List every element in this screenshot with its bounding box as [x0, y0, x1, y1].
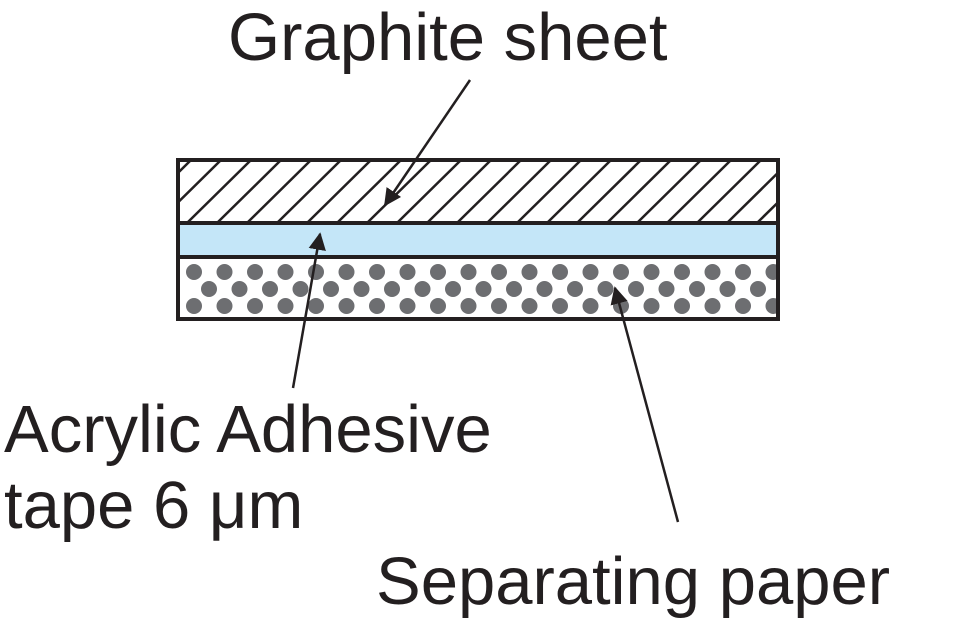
paper-dot	[735, 264, 751, 280]
paper-dot	[582, 264, 599, 280]
paper-dot	[674, 264, 690, 280]
separating-paper-layer	[179, 258, 778, 318]
paper-dot	[597, 281, 614, 297]
leader-lines	[291, 79, 680, 523]
adhesive-leader-arrow	[291, 232, 326, 389]
paper-dot	[491, 264, 507, 280]
paper-dot	[430, 264, 446, 280]
hatch-line	[757, 200, 778, 222]
paper-dot	[658, 281, 675, 297]
paper-dot	[338, 264, 355, 280]
paper-dot	[430, 298, 446, 314]
paper-dot	[674, 298, 690, 314]
paper-dot	[277, 298, 294, 314]
paper-dot	[323, 281, 339, 297]
layer-outlines	[176, 158, 780, 321]
hatch-line	[337, 161, 401, 222]
paper-dot	[521, 298, 538, 314]
graphite-sheet-label: Graphite sheet	[228, 0, 668, 75]
paper-dot	[735, 298, 751, 314]
paper-dot	[384, 281, 400, 297]
paper-dot	[414, 281, 431, 297]
paper-dot	[186, 298, 202, 314]
paper-dot	[216, 264, 233, 280]
paper-dot	[613, 264, 629, 280]
paper-dot	[399, 298, 416, 314]
paper-dot	[308, 264, 324, 280]
separating-paper-dot-pattern	[186, 264, 778, 314]
paper-dot	[643, 298, 660, 314]
hatch-line	[697, 161, 761, 222]
separating-leader-arrow	[610, 286, 680, 523]
paper-dot	[750, 281, 766, 297]
hatch-line	[607, 161, 671, 222]
hatch-line	[179, 161, 221, 204]
paper-dot	[353, 281, 370, 297]
paper-dot	[582, 298, 599, 314]
hatch-line	[727, 171, 778, 222]
hatch-line	[457, 161, 521, 222]
paper-dot	[460, 264, 477, 280]
hatch-line	[187, 161, 251, 222]
paper-dot	[460, 298, 477, 314]
hatch-line	[637, 161, 701, 222]
graphite-hatch-pattern	[98, 161, 850, 222]
hatch-line	[277, 161, 341, 222]
hatch-line	[517, 161, 581, 222]
paper-dot	[201, 281, 217, 297]
paper-dot	[719, 281, 736, 297]
paper-dot	[643, 264, 660, 280]
hatch-line	[307, 161, 371, 222]
paper-dot	[231, 281, 248, 297]
paper-dot	[262, 281, 278, 297]
paper-dot	[369, 264, 385, 280]
graphite-sheet-layer	[98, 161, 850, 222]
paper-dot	[445, 281, 461, 297]
paper-dot	[338, 298, 355, 314]
hatch-line	[788, 161, 850, 222]
hatch-line	[397, 161, 461, 222]
hatch-line	[547, 161, 611, 222]
paper-dot	[765, 264, 778, 280]
paper-dot	[186, 264, 202, 280]
paper-dot	[521, 264, 538, 280]
paper-dot	[689, 281, 705, 297]
paper-dot	[765, 298, 778, 314]
graphite-sheet-background	[179, 161, 778, 222]
paper-dot	[475, 281, 492, 297]
adhesive-label-line2: tape 6 μm	[4, 468, 303, 543]
paper-dot	[536, 281, 553, 297]
hatch-line	[247, 161, 311, 222]
paper-dot	[506, 281, 522, 297]
hatch-line	[577, 161, 641, 222]
adhesive-label-line1: Acrylic Adhesive	[4, 392, 492, 467]
separating-paper-label: Separating paper	[376, 544, 890, 619]
paper-dot	[704, 264, 721, 280]
paper-dot	[247, 298, 263, 314]
paper-dot	[552, 298, 568, 314]
hatch-line	[487, 161, 551, 222]
paper-dot	[704, 298, 721, 314]
paper-dot	[308, 298, 324, 314]
hatch-line	[427, 161, 491, 222]
hatch-line	[98, 161, 160, 222]
paper-dot	[399, 264, 416, 280]
graphite-leader-arrow	[383, 79, 472, 207]
paper-dot	[491, 298, 507, 314]
paper-dot	[552, 264, 568, 280]
paper-dot	[369, 298, 385, 314]
hatch-line	[217, 161, 281, 222]
paper-dot	[277, 264, 294, 280]
paper-dot	[216, 298, 233, 314]
hatch-line	[667, 161, 731, 222]
paper-dot	[247, 264, 263, 280]
stack-outline	[176, 158, 780, 321]
adhesive-tape-layer	[179, 224, 778, 256]
paper-dot	[292, 281, 309, 297]
paper-dot	[628, 281, 644, 297]
paper-dot	[567, 281, 583, 297]
